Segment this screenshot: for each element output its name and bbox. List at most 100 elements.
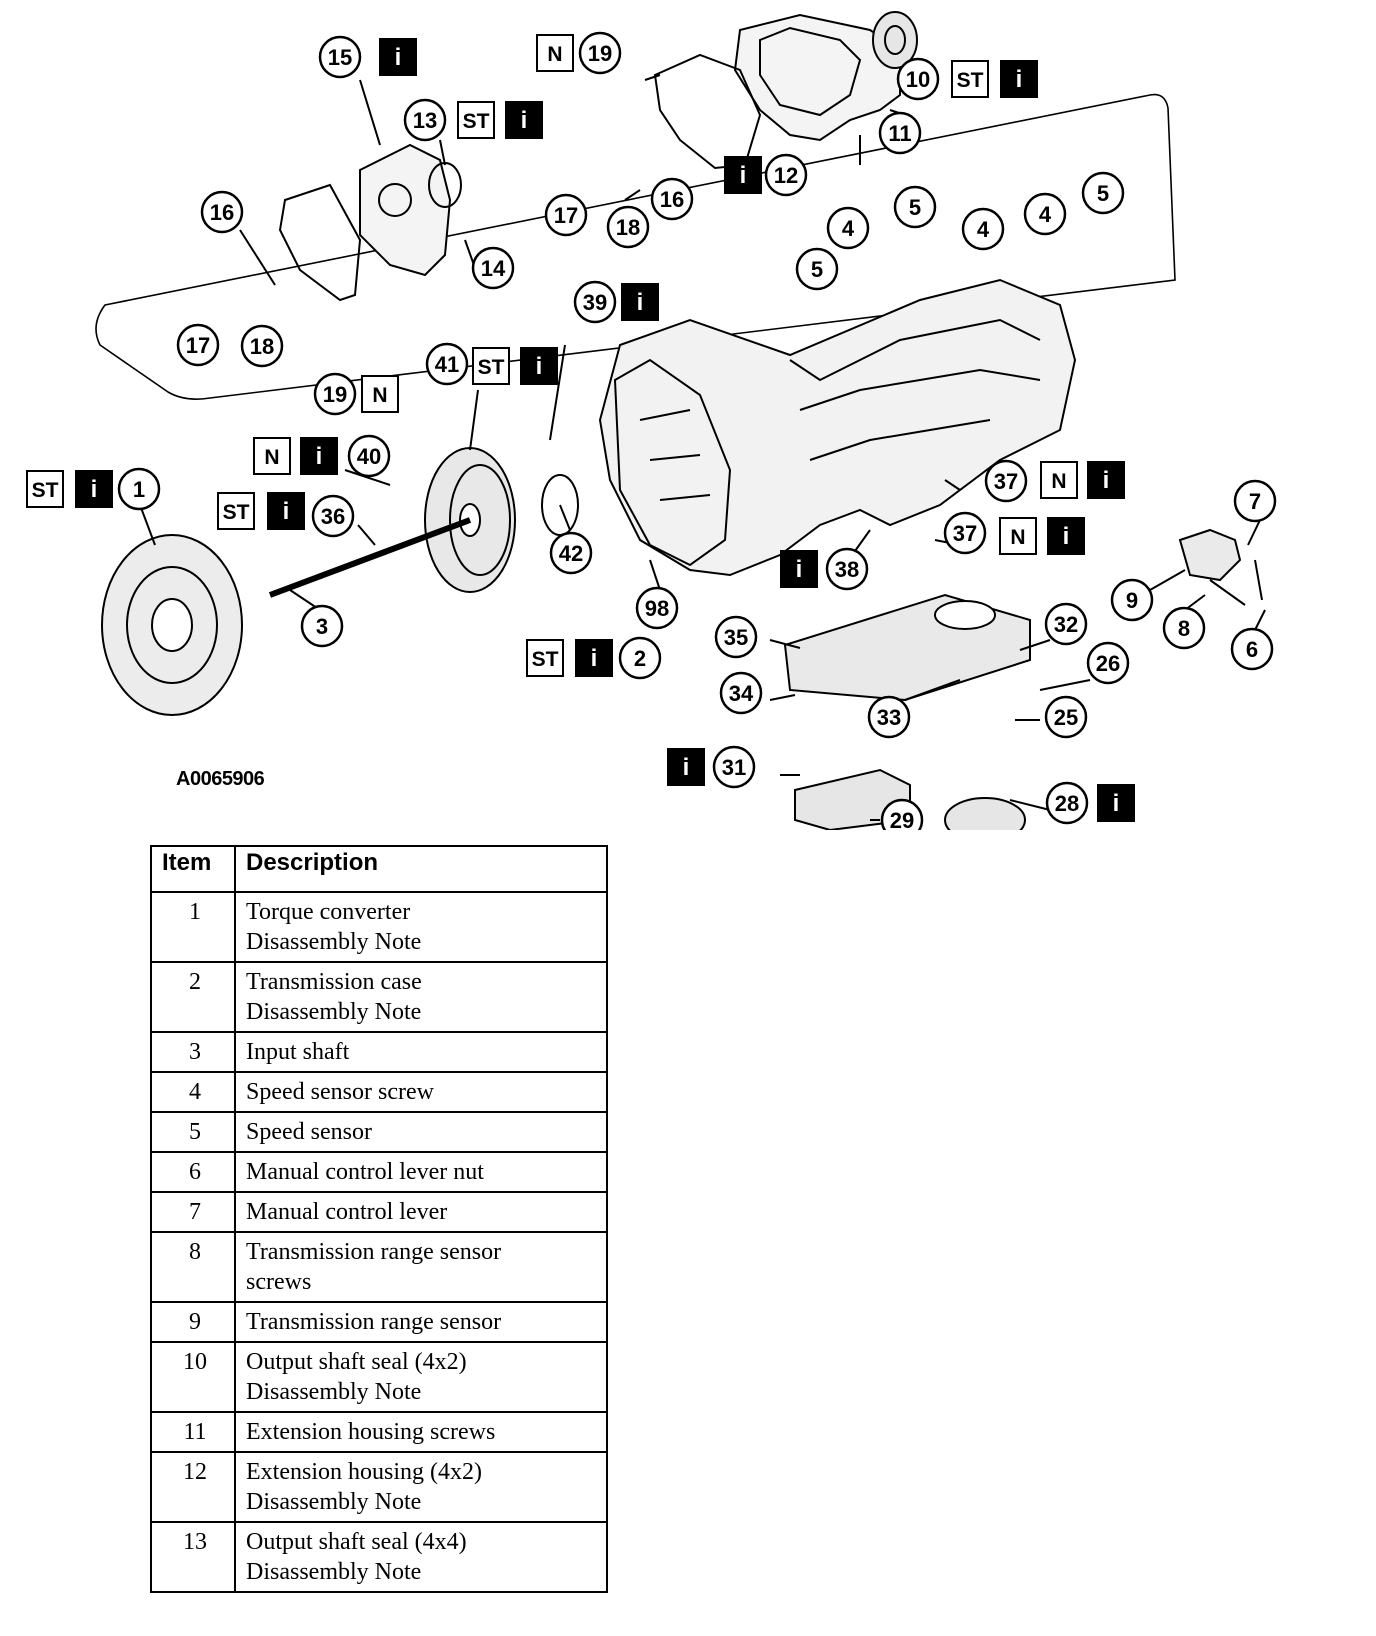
- callout-circle: [471, 246, 515, 290]
- legend-description-line: Manual control lever: [246, 1199, 448, 1225]
- legend-description-line: Transmission range sensor: [246, 1239, 502, 1265]
- legend-description-line: Manual control lever nut: [246, 1159, 484, 1185]
- legend-item-number: 12: [150, 1451, 236, 1523]
- info-icon-box: [300, 437, 338, 475]
- legend-description-line: Torque converter: [246, 899, 411, 925]
- callout-number: 39: [583, 290, 607, 315]
- legend-item-number: 11: [150, 1411, 236, 1453]
- callout-number: 4: [977, 217, 990, 242]
- info-icon: i: [1103, 467, 1110, 494]
- tag-box: [1040, 461, 1078, 499]
- callout-number: 18: [616, 215, 640, 240]
- legend-item-number: 13: [150, 1521, 236, 1593]
- callout-number: 10: [906, 67, 930, 92]
- callout-32: 32: [1044, 602, 1088, 646]
- tag-label: N: [1010, 526, 1025, 549]
- legend-item-number: 8: [150, 1231, 236, 1303]
- callout-5: 5: [795, 247, 839, 291]
- legend-row: 7 Manual control lever: [150, 1191, 608, 1233]
- callout-number: 26: [1096, 651, 1120, 676]
- legend-description-line: Speed sensor screw: [246, 1079, 434, 1105]
- callout-4: 4: [1023, 192, 1067, 236]
- callout-circle: [1023, 192, 1067, 236]
- info-icon: i: [1016, 66, 1023, 93]
- callout-circle: [943, 511, 987, 555]
- callout-7: 7: [1233, 479, 1277, 523]
- callout-circle: [984, 459, 1028, 503]
- info-icon: i: [395, 44, 402, 71]
- legend-item-number: 7: [150, 1191, 236, 1233]
- callout-circle: [878, 111, 922, 155]
- callout-29: 29: [880, 798, 924, 830]
- callout-circle: [893, 185, 937, 229]
- callout-12: 12 i: [724, 153, 808, 197]
- callout-circle: [1045, 781, 1089, 825]
- legend-item-description: Manual control lever nut: [234, 1151, 608, 1193]
- callout-number: 12: [774, 163, 798, 188]
- info-icon-box: [667, 748, 705, 786]
- callout-18: 18: [240, 324, 284, 368]
- callout-42: 42: [549, 531, 593, 575]
- callout-number: 34: [729, 681, 754, 706]
- info-icon-box: [724, 156, 762, 194]
- callout-6: 6: [1230, 627, 1274, 671]
- callout-31: 31i: [667, 745, 756, 789]
- callout-circle: [961, 207, 1005, 251]
- legend-item-description: Transmission range sensor: [234, 1301, 608, 1343]
- tag-label: ST: [532, 648, 559, 671]
- callout-3: 3: [300, 604, 344, 648]
- callout-number: 98: [645, 596, 669, 621]
- legend-description-line: Disassembly Note: [246, 1489, 422, 1515]
- callout-circle: [318, 35, 362, 79]
- info-icon: i: [91, 476, 98, 503]
- callout-circle: [764, 153, 808, 197]
- callout-number: 41: [435, 352, 459, 377]
- legend-item-number: 2: [150, 961, 236, 1033]
- legend-item-number: 10: [150, 1341, 236, 1413]
- callout-25: 25: [1044, 695, 1088, 739]
- tag-label: ST: [957, 69, 984, 92]
- tag-label: ST: [32, 479, 59, 502]
- tag-box: [457, 101, 495, 139]
- info-icon: i: [521, 107, 528, 134]
- tag-label: N: [372, 384, 387, 407]
- callout-circle: [719, 671, 763, 715]
- callout-17: 17: [544, 193, 588, 237]
- callout-4: 4: [961, 207, 1005, 251]
- info-icon: i: [637, 289, 644, 316]
- callout-34: 34: [719, 671, 763, 715]
- diagram-line-art: [95, 11, 1266, 830]
- callout-number: 17: [554, 203, 578, 228]
- callout-circle: [311, 494, 355, 538]
- callout-5: 5: [1081, 171, 1125, 215]
- callout-number: 7: [1249, 489, 1261, 514]
- legend-description-line: Transmission range sensor: [246, 1309, 502, 1335]
- callout-number: 11: [888, 121, 911, 146]
- callout-number: 37: [953, 521, 977, 546]
- tag-label: N: [1051, 470, 1066, 493]
- callout-number: 28: [1055, 791, 1079, 816]
- callout-circle: [826, 206, 870, 250]
- info-icon-box: [575, 639, 613, 677]
- info-icon: i: [536, 353, 543, 380]
- figure-id: A0065906: [176, 768, 265, 790]
- callout-circle: [714, 615, 758, 659]
- callout-circle: [549, 531, 593, 575]
- callout-number: 4: [1039, 202, 1052, 227]
- callout-circle: [313, 372, 357, 416]
- callout-number: 5: [811, 257, 823, 282]
- legend-item-description: Speed sensor: [234, 1111, 608, 1153]
- info-icon: i: [740, 162, 747, 189]
- callout-35: 35: [714, 615, 758, 659]
- legend-item-number: 5: [150, 1111, 236, 1153]
- callout-number: 31: [722, 755, 746, 780]
- tag-label: N: [547, 43, 562, 66]
- callout-4: 4: [826, 206, 870, 250]
- callout-circle: [176, 323, 220, 367]
